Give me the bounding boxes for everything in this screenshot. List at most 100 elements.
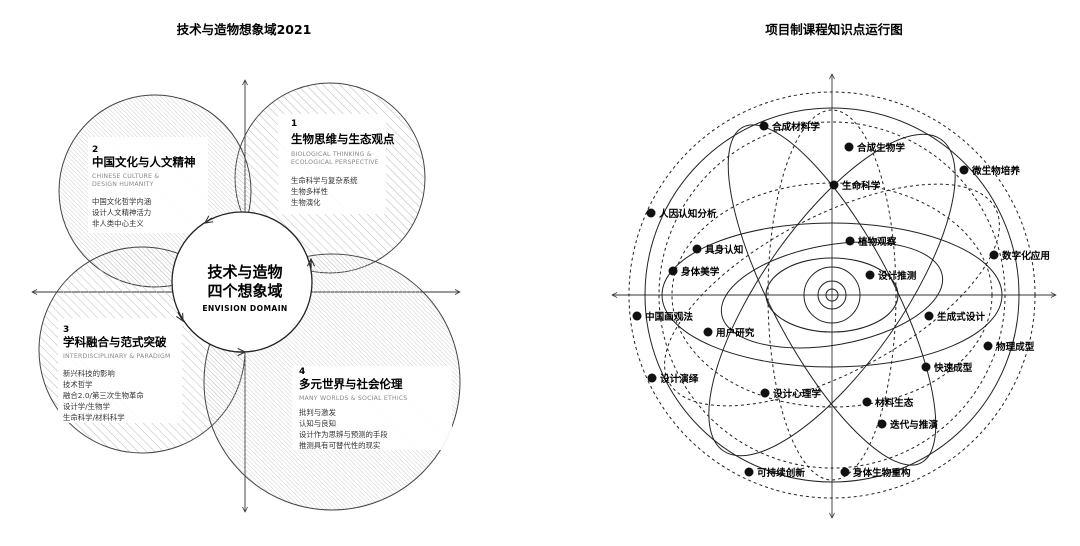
right-diagram-title: 项目制课程知识点运行图 [765,22,903,37]
quadrant-3-item: 生命科学/材料科学 [63,413,125,422]
quadrant-3-title: 学科融合与范式突破 [63,335,167,349]
quadrant-4-item: 批判与激发 [299,408,337,417]
quadrant-1-panel [278,114,386,214]
quadrant-4-item: 认知与良知 [299,419,336,428]
core-lens [765,257,899,333]
quadrant-4-item: 设计作为思辨与预测的手段 [299,430,388,439]
knowledge-node: 具身认知 [692,244,743,256]
orbit-tilt-flat [664,183,1000,407]
center-en: ENVISION DOMAIN [202,304,287,313]
flow-arrow-bottom-left [178,311,183,321]
core-ring-inner [825,288,839,302]
knowledge-node: 设计演绎 [647,373,699,385]
svg-text:可持续创新: 可持续创新 [757,467,805,479]
quadrant-4-number: 4 [299,367,305,377]
orbit-inner [720,241,944,349]
core-ring-outer [803,266,861,324]
svg-text:身体美学: 身体美学 [681,266,720,278]
knowledge-node: 物理成型 [983,341,1035,353]
knowledge-node: 数字化应用 [989,250,1050,262]
quadrant-1-item: 生物演化 [291,198,321,207]
knowledge-node: 身体生物重构 [840,467,911,479]
svg-text:快速成型: 快速成型 [934,362,973,374]
svg-text:植物观察: 植物观察 [857,236,897,248]
svg-text:人因认知分析: 人因认知分析 [659,208,717,220]
envision-domain-diagram: 技术与造物想象域2021 技术与造物 四个想象域 ENVISION DOMAIN… [32,22,460,512]
knowledge-node: 生命科学 [829,180,881,192]
quadrant-2: 2 中国文化与人文精神 CHINESE CULTURE & DESIGN HUM… [92,145,196,228]
left-diagram-title: 技术与造物想象域2021 [177,22,312,37]
quadrant-2-number: 2 [92,145,98,155]
orbit-wide [671,182,993,408]
quadrant-4: 4 多元世界与社会伦理 MANY WORLDS & SOCIAL ETHICS … [299,367,408,450]
outer-ring-solid [644,107,1020,483]
quadrant-2-title: 中国文化与人文精神 [92,155,196,169]
quadrant-1-title: 生物思维与生态观点 [291,132,395,146]
knowledge-orbit-diagram: 项目制课程知识点运行图 合成材料学 合成生物学 微生物培养 生命科学 人因认知分… [612,22,1056,518]
knowledge-node: 材料生态 [862,397,914,409]
quadrant-2-item: 设计人文精神活力 [92,208,151,217]
knowledge-node: 迭代与推演 [877,419,938,431]
quadrant-4-title: 多元世界与社会伦理 [299,377,403,391]
quadrant-1-en-2: ECOLOGICAL PERSPECTIVE [291,159,379,166]
svg-text:迭代与推演: 迭代与推演 [890,419,938,431]
orbit-vertical [767,109,897,481]
knowledge-node: 设计心理学 [760,388,821,400]
center-line-2: 四个想象域 [207,282,282,300]
flow-arrow-top-left [205,218,212,223]
orbit-horizontal [661,222,1003,368]
quadrant-1: 1 生物思维与生态观点 BIOLOGICAL THINKING & ECOLOG… [291,119,395,207]
svg-text:设计演绎: 设计演绎 [660,373,699,385]
outer-ring [628,91,1036,499]
svg-text:数字化应用: 数字化应用 [1001,250,1050,262]
quadrant-3-number: 3 [63,325,69,335]
knowledge-node: 快速成型 [921,362,973,374]
quadrant-3-item: 设计学/生物学 [63,402,110,411]
svg-text:用户研究: 用户研究 [715,327,755,339]
svg-text:生成式设计: 生成式设计 [937,311,985,323]
svg-text:合成材料学: 合成材料学 [772,121,820,133]
quadrant-2-item: 中国文化哲学内涵 [92,197,151,206]
knowledge-node: 设计推测 [865,270,917,282]
quadrant-3-panel [58,318,182,423]
quadrant-2-item: 非人类中心主义 [92,219,144,228]
svg-text:设计心理学: 设计心理学 [773,388,821,400]
quadrant-4-item: 推测具有可替代性的现实 [299,441,380,450]
core-ring-mid [817,280,847,310]
middle-ring [658,121,1006,469]
quadrant-1-item: 生物多样性 [291,187,328,196]
svg-text:中国画观法: 中国画观法 [645,311,693,323]
svg-text:设计推测: 设计推测 [878,270,917,282]
quadrant-1-en-1: BIOLOGICAL THINKING & [291,151,372,158]
svg-text:物理成型: 物理成型 [996,341,1035,353]
knowledge-node: 用户研究 [703,327,755,339]
knowledge-node: 生成式设计 [924,311,985,323]
knowledge-node: 植物观察 [845,236,897,248]
knowledge-node: 可持续创新 [744,467,805,479]
quadrant-1-number: 1 [291,119,297,129]
svg-text:身体生物重构: 身体生物重构 [853,467,911,479]
orbit-tilt-left [727,124,937,466]
svg-text:合成生物学: 合成生物学 [857,142,905,154]
quadrant-3-item: 融合2.0/第三次生物革命 [63,391,144,400]
knowledge-node: 合成生物学 [844,142,905,154]
quadrant-3-en: INTERDISCIPLINARY & PARADIGM [63,353,171,360]
quadrant-3: 3 学科融合与范式突破 INTERDISCIPLINARY & PARADIGM… [63,325,171,422]
quadrant-2-en-2: DESIGN HUMANITY [92,181,154,188]
knowledge-node: 身体美学 [668,266,720,278]
quadrant-3-item: 新兴科技的影响 [63,369,115,378]
knowledge-node: 合成材料学 [759,121,820,133]
orbit-tilt-right [708,133,956,457]
quadrant-4-en: MANY WORLDS & SOCIAL ETHICS [299,395,408,402]
svg-text:具身认知: 具身认知 [704,244,743,256]
svg-text:材料生态: 材料生态 [874,397,914,409]
center-line-1: 技术与造物 [207,263,282,281]
knowledge-node: 人因认知分析 [646,208,717,220]
quadrant-4-panel [292,366,452,450]
quadrant-1-item: 生命科学与复杂系统 [291,176,358,185]
quadrant-2-panel [88,137,208,233]
svg-text:生命科学: 生命科学 [842,180,881,192]
knowledge-node: 中国画观法 [632,311,693,323]
quadrant-2-en-1: CHINESE CULTURE & [92,173,159,180]
quadrant-3-item: 技术哲学 [63,380,93,389]
